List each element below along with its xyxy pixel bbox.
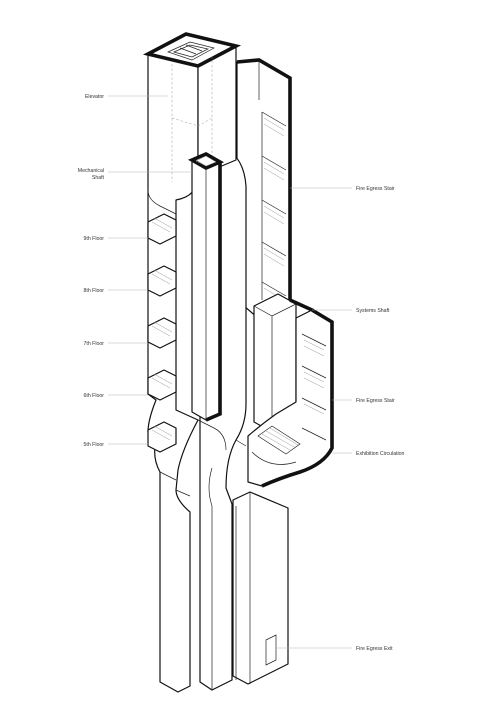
label-9th-floor: 9th Floor — [84, 236, 105, 242]
label-fire-egress-stair-lower: Fire Egress Stair — [356, 398, 395, 404]
elevator-tower — [142, 32, 242, 693]
label-5th-floor: 5th Floor — [84, 442, 105, 448]
label-6th-floor: 6th Floor — [84, 393, 105, 399]
label-mechanical-shaft-line1: Mechanical — [78, 168, 104, 174]
label-8th-floor: 8th Floor — [84, 288, 105, 294]
elevator-opening — [167, 41, 215, 61]
mechanical-shaft — [187, 151, 225, 422]
label-elevator: Elevator — [85, 94, 104, 100]
building-drawing — [142, 32, 334, 693]
floor-slabs — [147, 213, 177, 453]
label-fire-egress-stair-upper: Fire Egress Stair — [356, 186, 395, 192]
label-fire-egress-exit: Fire Egress Exit — [356, 646, 393, 652]
exhibition-circulation-volume — [247, 308, 334, 488]
label-7th-floor: 7th Floor — [84, 341, 105, 347]
label-exhibition-circulation: Exhibition Circulation — [356, 451, 405, 457]
label-mechanical-shaft-line2: Shaft — [92, 175, 105, 181]
label-systems-shaft: Systems Shaft — [356, 308, 390, 314]
labels: Elevator Mechanical Shaft 9th Floor 8th … — [78, 94, 405, 652]
exit-door — [265, 634, 277, 666]
lower-right-volume — [232, 491, 289, 685]
leader-lines — [108, 95, 352, 649]
